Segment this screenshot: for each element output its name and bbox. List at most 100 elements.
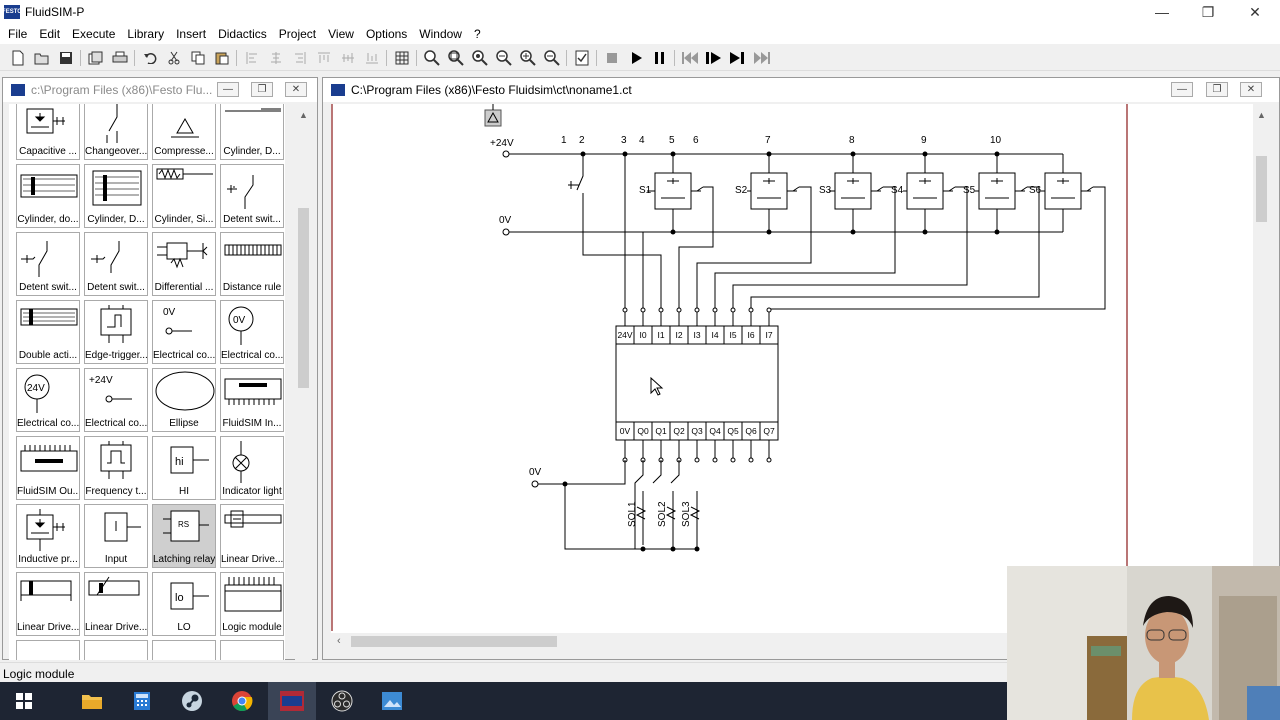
library-item-hi[interactable]: hi HI	[152, 436, 216, 500]
menu-insert[interactable]: Insert	[176, 27, 207, 41]
pushbutton-switch[interactable]	[568, 154, 662, 310]
library-item-linear-drive-1[interactable]: Linear Drive...	[220, 504, 284, 568]
save-icon[interactable]	[56, 48, 76, 68]
menu-didactics[interactable]: Didactics	[218, 27, 267, 41]
menu-project[interactable]: Project	[278, 27, 317, 41]
scroll-left-icon[interactable]: ‹	[337, 635, 341, 647]
library-item-ellipse[interactable]: Ellipse	[152, 368, 216, 432]
library-item-cylinder-do[interactable]: Cylinder, do...	[16, 164, 80, 228]
chrome-icon[interactable]	[218, 682, 266, 720]
single-step-icon[interactable]	[704, 48, 724, 68]
library-item-partial-4[interactable]	[220, 640, 284, 660]
diagram-v-scroll-thumb[interactable]	[1256, 156, 1267, 222]
library-item-electrical-connection-24v-circle[interactable]: 24V Electrical co...	[16, 368, 80, 432]
restore-icon[interactable]: ❐	[1201, 3, 1215, 20]
library-item-cylinder-d-1[interactable]: Cylinder, D...	[220, 104, 284, 160]
library-scroll-thumb[interactable]	[298, 208, 309, 388]
library-item-fluidsim-in[interactable]: FluidSIM In...	[220, 368, 284, 432]
logic-input-label: I3	[693, 330, 700, 340]
steam-icon[interactable]	[168, 682, 216, 720]
new-file-icon[interactable]	[8, 48, 28, 68]
minimize-icon[interactable]: ―	[1155, 4, 1169, 20]
obs-icon[interactable]	[318, 682, 366, 720]
library-item-electrical-connection-24v[interactable]: +24V Electrical co...	[84, 368, 148, 432]
copy-icon[interactable]	[188, 48, 208, 68]
library-item-electrical-connection-0v[interactable]: 0V Electrical co...	[152, 300, 216, 364]
library-close-icon[interactable]: ✕	[285, 82, 307, 97]
zoom-in-icon[interactable]	[518, 48, 538, 68]
library-item-partial-1[interactable]	[16, 640, 80, 660]
menu-file[interactable]: File	[8, 27, 28, 41]
library-item-capacitive[interactable]: Capacitive ...	[16, 104, 80, 160]
diagram-restore-icon[interactable]: ❐	[1206, 82, 1228, 97]
library-item-changeover[interactable]: Changeover...	[84, 104, 148, 160]
library-item-partial-3[interactable]	[152, 640, 216, 660]
library-item-frequency[interactable]: Frequency t...	[84, 436, 148, 500]
library-item-double-acting[interactable]: Double acti...	[16, 300, 80, 364]
library-item-fluidsim-out[interactable]: FluidSIM Ou...	[16, 436, 80, 500]
library-item-input[interactable]: Input	[84, 504, 148, 568]
library-item-lo[interactable]: lo LO	[152, 572, 216, 636]
logic-output-label: Q4	[709, 426, 721, 436]
menu-help[interactable]: ?	[473, 27, 481, 41]
library-minimize-icon[interactable]: ―	[217, 82, 239, 97]
library-item-detent-switch-3[interactable]: Detent swit...	[84, 232, 148, 296]
diagram-close-icon[interactable]: ✕	[1240, 82, 1262, 97]
menu-edit[interactable]: Edit	[39, 27, 61, 41]
library-item-electrical-connection-0v-circle[interactable]: 0V Electrical co...	[220, 300, 284, 364]
library-item-detent-switch-2[interactable]: Detent swit...	[16, 232, 80, 296]
save-as-icon[interactable]	[86, 48, 106, 68]
library-item-linear-drive-3[interactable]: Linear Drive...	[84, 572, 148, 636]
diagram-minimize-icon[interactable]: ―	[1171, 82, 1193, 97]
library-item-detent-switch-1[interactable]: Detent swit...	[220, 164, 284, 228]
calculator-icon[interactable]	[118, 682, 166, 720]
scroll-up-icon[interactable]: ▲	[1257, 110, 1266, 120]
library-item-differential[interactable]: Differential ...	[152, 232, 216, 296]
print-icon[interactable]	[110, 48, 130, 68]
menu-execute[interactable]: Execute	[72, 27, 116, 41]
check-drawing-icon[interactable]	[572, 48, 592, 68]
diagram-h-scroll-thumb[interactable]	[351, 636, 557, 647]
library-item-compressor[interactable]: Compresse...	[152, 104, 216, 160]
windows-start-icon[interactable]	[0, 682, 48, 720]
library-item-inductive[interactable]: Inductive pr...	[16, 504, 80, 568]
library-item-cylinder-si[interactable]: Cylinder, Si...	[152, 164, 216, 228]
menu-options[interactable]: Options	[365, 27, 408, 41]
scroll-up-icon[interactable]: ▲	[299, 110, 308, 120]
step-to-end-icon[interactable]	[728, 48, 748, 68]
fluidsim-taskbar-icon[interactable]	[268, 682, 316, 720]
logic-module[interactable]: 24V I0 I1 I2 I3 I4 I5 I6 I7 0V Q0 Q1 Q2 …	[615, 307, 779, 463]
library-restore-icon[interactable]: ❐	[251, 82, 273, 97]
grid-icon[interactable]	[392, 48, 412, 68]
undo-icon[interactable]	[140, 48, 160, 68]
library-item-latching-relay[interactable]: RS Latching relay	[152, 504, 216, 568]
library-item-cylinder-d-2[interactable]: Cylinder, D...	[84, 164, 148, 228]
library-item-partial-2[interactable]	[84, 640, 148, 660]
library-item-distance-rule[interactable]: Distance rule	[220, 232, 284, 296]
play-icon[interactable]	[626, 48, 646, 68]
library-item-indicator-light[interactable]: Indicator light	[220, 436, 284, 500]
zoom-out-icon[interactable]	[542, 48, 562, 68]
photos-icon[interactable]	[368, 682, 416, 720]
library-item-linear-drive-2[interactable]: Linear Drive...	[16, 572, 80, 636]
paste-icon[interactable]	[212, 48, 232, 68]
align-bottom-icon	[362, 48, 382, 68]
diagram-v-scrollbar[interactable]: ▲	[1253, 104, 1270, 634]
menu-window[interactable]: Window	[419, 27, 462, 41]
open-folder-icon[interactable]	[32, 48, 52, 68]
zoom-actual-size-icon[interactable]	[422, 48, 442, 68]
file-explorer-icon[interactable]	[68, 682, 116, 720]
pause-icon[interactable]	[650, 48, 670, 68]
library-item-logic-module[interactable]: Logic module	[220, 572, 284, 636]
zoom-fit-icon[interactable]	[470, 48, 490, 68]
circuit-canvas[interactable]: +24V 0V 0V 1 2 3 4 5 6 7 8 9 10	[331, 104, 1253, 634]
library-scrollbar[interactable]: ▲	[295, 104, 312, 660]
menu-view[interactable]: View	[328, 27, 354, 41]
logic-input-label: I4	[711, 330, 718, 340]
menu-library[interactable]: Library	[127, 27, 165, 41]
cut-icon[interactable]	[164, 48, 184, 68]
zoom-previous-icon[interactable]	[494, 48, 514, 68]
library-item-edge-trigger[interactable]: Edge-trigger...	[84, 300, 148, 364]
close-icon[interactable]: ✕	[1249, 3, 1261, 20]
zoom-window-icon[interactable]	[446, 48, 466, 68]
